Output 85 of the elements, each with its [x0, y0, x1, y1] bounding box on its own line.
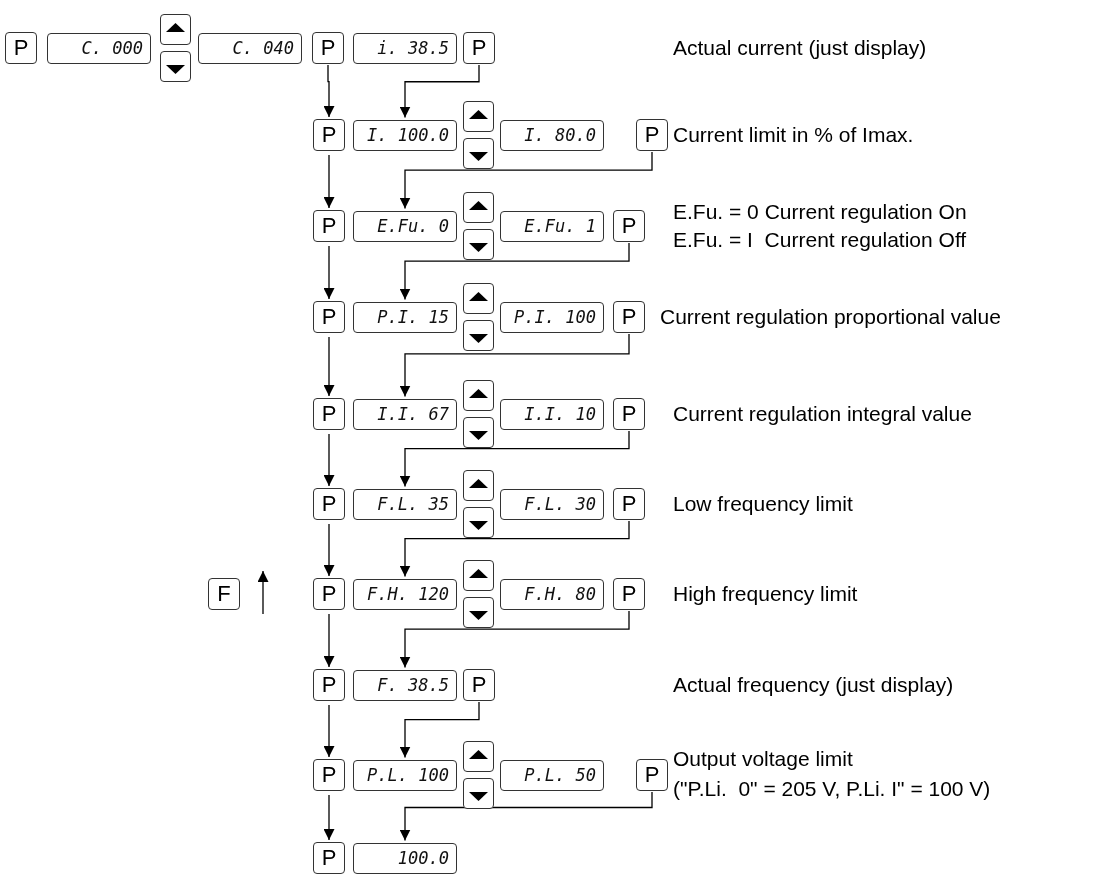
down-arrow-key: [463, 229, 494, 260]
description-text: Current limit in % of Imax.: [673, 123, 914, 147]
arrow: [323, 613, 335, 668]
arrow: [323, 245, 335, 300]
arrow: [399, 610, 630, 669]
key-button: P: [463, 669, 495, 701]
segment-display: F.L. 30: [500, 488, 604, 520]
up-arrow-key: [463, 283, 494, 314]
down-arrow-key: [463, 417, 494, 448]
arrow: [323, 704, 335, 758]
key-button: P: [636, 119, 668, 151]
description-text: Current regulation integral value: [673, 402, 972, 426]
up-arrow-key: [463, 741, 494, 772]
key-button: P: [313, 488, 345, 520]
key-button: F: [208, 578, 240, 610]
key-button: P: [313, 669, 345, 701]
key-button: P: [312, 32, 344, 64]
arrow: [399, 64, 480, 119]
segment-display: P.I. 100: [500, 301, 604, 333]
description-text: High frequency limit: [673, 582, 858, 606]
description-text: Output voltage limit: [673, 747, 853, 771]
key-button: P: [463, 32, 495, 64]
key-button: P: [313, 301, 345, 333]
key-button: P: [636, 759, 668, 791]
description-text: Actual current (just display): [673, 36, 927, 60]
description-text: E.Fu. = 0 Current regulation On: [673, 200, 967, 224]
up-arrow-key: [160, 14, 191, 45]
down-arrow-key: [463, 138, 494, 169]
down-arrow-key: [463, 320, 494, 351]
arrow: [323, 336, 335, 397]
arrow: [399, 333, 630, 398]
segment-display: C. 000: [47, 32, 151, 64]
key-button: P: [613, 301, 645, 333]
key-button: P: [613, 488, 645, 520]
description-text: Current regulation proportional value: [660, 305, 1001, 329]
down-arrow-key: [160, 51, 191, 82]
key-button: P: [613, 210, 645, 242]
description-text: E.Fu. = I Current regulation Off: [673, 228, 967, 252]
key-button: P: [313, 119, 345, 151]
key-button: P: [313, 398, 345, 430]
arrow: [399, 701, 480, 759]
segment-display: I.I. 10: [500, 398, 604, 430]
arrow: [323, 794, 335, 841]
segment-display: 100.0: [353, 842, 457, 874]
segment-display: I. 100.0: [353, 119, 457, 151]
up-arrow-key: [463, 380, 494, 411]
key-button: P: [5, 32, 37, 64]
up-arrow-key: [463, 192, 494, 223]
down-arrow-key: [463, 597, 494, 628]
arrow: [399, 151, 653, 210]
arrow: [399, 520, 630, 578]
arrow: [323, 64, 335, 118]
description-text: Low frequency limit: [673, 492, 853, 516]
arrow: [323, 433, 335, 487]
segment-display: F. 38.5: [353, 669, 457, 701]
key-button: P: [313, 210, 345, 242]
up-arrow-key: [463, 101, 494, 132]
segment-display: P.L. 50: [500, 759, 604, 791]
up-arrow-key: [463, 470, 494, 501]
segment-display: F.H. 80: [500, 578, 604, 610]
segment-display: i. 38.5: [353, 32, 457, 64]
arrow: [323, 523, 335, 577]
description-text: ("P.Li. 0" = 205 V, P.Li. I" = 100 V): [673, 777, 991, 801]
arrow: [323, 154, 335, 209]
key-button: P: [613, 578, 645, 610]
key-button: P: [313, 759, 345, 791]
segment-display: E.Fu. 1: [500, 210, 604, 242]
down-arrow-key: [463, 778, 494, 809]
segment-display: F.H. 120: [353, 578, 457, 610]
segment-display: I.I. 67: [353, 398, 457, 430]
segment-display: P.I. 15: [353, 301, 457, 333]
up-arrow-key: [463, 560, 494, 591]
segment-display: E.Fu. 0: [353, 210, 457, 242]
segment-display: C. 040: [198, 32, 302, 64]
arrow: [399, 791, 653, 842]
segment-display: F.L. 35: [353, 488, 457, 520]
description-text: Actual frequency (just display): [673, 673, 954, 697]
segment-display: P.L. 100: [353, 759, 457, 791]
arrow: [399, 430, 630, 488]
segment-display: I. 80.0: [500, 119, 604, 151]
arrow: [399, 242, 630, 301]
key-button: P: [313, 842, 345, 874]
down-arrow-key: [463, 507, 494, 538]
key-button: P: [313, 578, 345, 610]
key-button: P: [613, 398, 645, 430]
